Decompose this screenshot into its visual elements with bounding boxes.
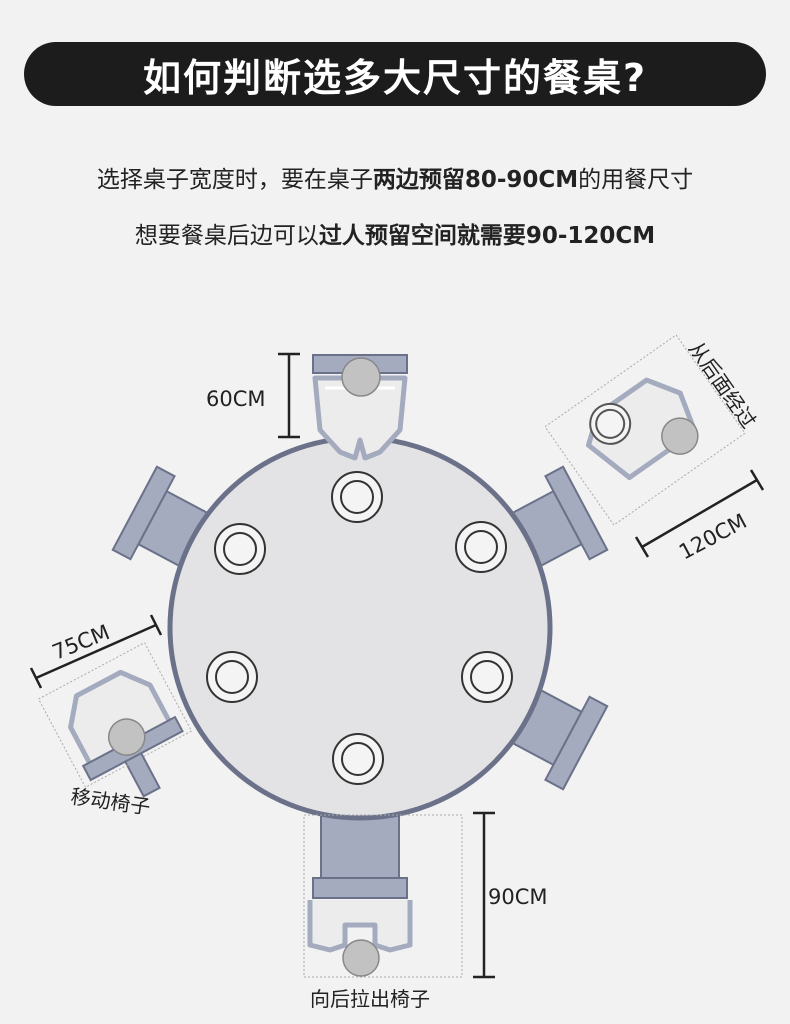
width-tip-emphasis: 两边预留 — [372, 167, 465, 193]
person-walking — [544, 334, 746, 526]
dim-75: 75CM — [29, 614, 163, 689]
pull-out-label: 向后拉出椅子 — [310, 987, 430, 1011]
title-banner: 如何判断选多大尺寸的餐桌? — [24, 42, 766, 106]
dim-60: 60CM — [206, 352, 300, 439]
pass-behind-label: 从后面经过 — [684, 337, 761, 433]
person-head — [107, 718, 146, 756]
clearance-tip-value: 90-120CM — [525, 223, 656, 249]
dim-90: 90CM — [473, 811, 548, 979]
plate — [214, 523, 266, 575]
plate — [206, 651, 258, 703]
person-head — [342, 939, 380, 977]
person-bottom — [303, 814, 463, 978]
page-title: 如何判断选多大尺寸的餐桌? — [142, 55, 648, 100]
person-top — [312, 357, 408, 461]
width-tip-tail: 的用餐尺寸 — [578, 167, 694, 193]
clearance-tip-emphasis: 过人预留空间就需要 — [318, 223, 526, 249]
width-tip-line: 选择桌子宽度时，要在桌子两边预留80-90CM的用餐尺寸 — [0, 160, 790, 194]
plate — [331, 471, 383, 523]
dim-120: 120CM — [634, 469, 765, 564]
person-head — [661, 417, 699, 455]
width-tip-text: 选择桌子宽度时，要在桌子 — [96, 167, 373, 193]
clearance-tip-line: 想要餐桌后边可以过人预留空间就需要90-120CM — [0, 216, 790, 250]
chair-bottom — [312, 811, 408, 899]
dim-60-label: 60CM — [206, 387, 266, 411]
person-left — [37, 642, 193, 788]
clearance-tip-text: 想要餐桌后边可以 — [134, 223, 319, 249]
plate — [461, 651, 513, 703]
dim-120-label: 120CM — [675, 509, 751, 564]
person-head — [341, 357, 381, 397]
width-tip-value: 80-90CM — [464, 167, 579, 193]
plate — [332, 733, 384, 785]
plate — [455, 521, 507, 573]
dim-90-label: 90CM — [488, 885, 548, 909]
